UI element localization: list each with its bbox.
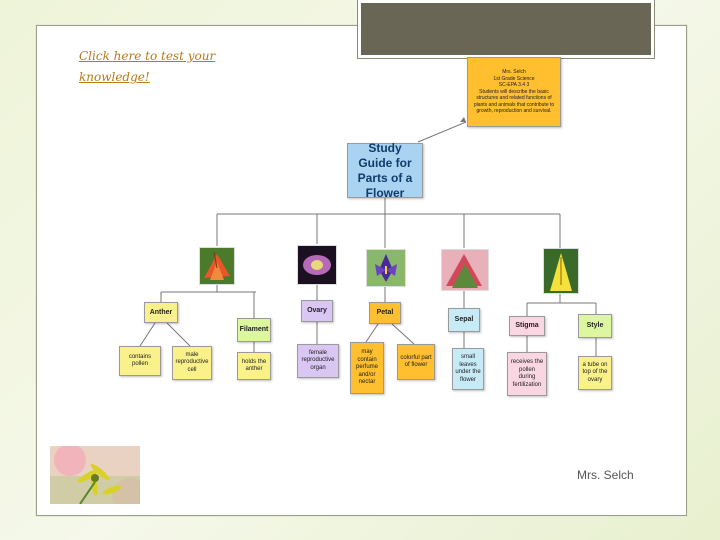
standard-box: Mrs. Selch 1st Grade Science SC-EPA 3.4 …: [467, 57, 561, 127]
sepal-desc: small leaves under the flower: [452, 348, 484, 390]
flower-image-anther: [199, 247, 235, 285]
flower-photo: [50, 446, 140, 504]
stigma-desc: receives the pollen during fertilization: [507, 352, 547, 396]
flower-image-sepal: [441, 249, 489, 291]
petal-desc-1: may contain perfume and/or nectar: [350, 342, 384, 394]
test-knowledge-link[interactable]: Click here to test your knowledge!: [79, 49, 216, 84]
ovary-node: Ovary: [301, 300, 333, 322]
anther-node: Anther: [144, 302, 178, 323]
flower-image-petal: [366, 249, 406, 287]
author-signature: Mrs. Selch: [577, 468, 634, 482]
header-box: [357, 0, 655, 59]
flower-image-stigma: [543, 248, 579, 294]
title-box: Study Guide for Parts of a Flower: [347, 141, 423, 200]
flower-image-ovary: [297, 245, 337, 285]
sepal-node: Sepal: [448, 308, 480, 332]
filament-node: Filament: [237, 318, 271, 342]
stigma-node: Stigma: [509, 316, 545, 336]
anther-desc-2: male reproductive cell: [172, 346, 212, 380]
anther-desc-1: contains pollen: [119, 346, 161, 376]
style-desc: a tube on top of the ovary: [578, 356, 612, 390]
petal-desc-2: colorful part of flower: [397, 344, 435, 380]
petal-node: Petal: [369, 302, 401, 324]
style-node: Style: [578, 314, 612, 338]
filament-desc: holds the anther: [237, 352, 271, 380]
ovary-desc: female reproductive organ: [297, 344, 339, 378]
